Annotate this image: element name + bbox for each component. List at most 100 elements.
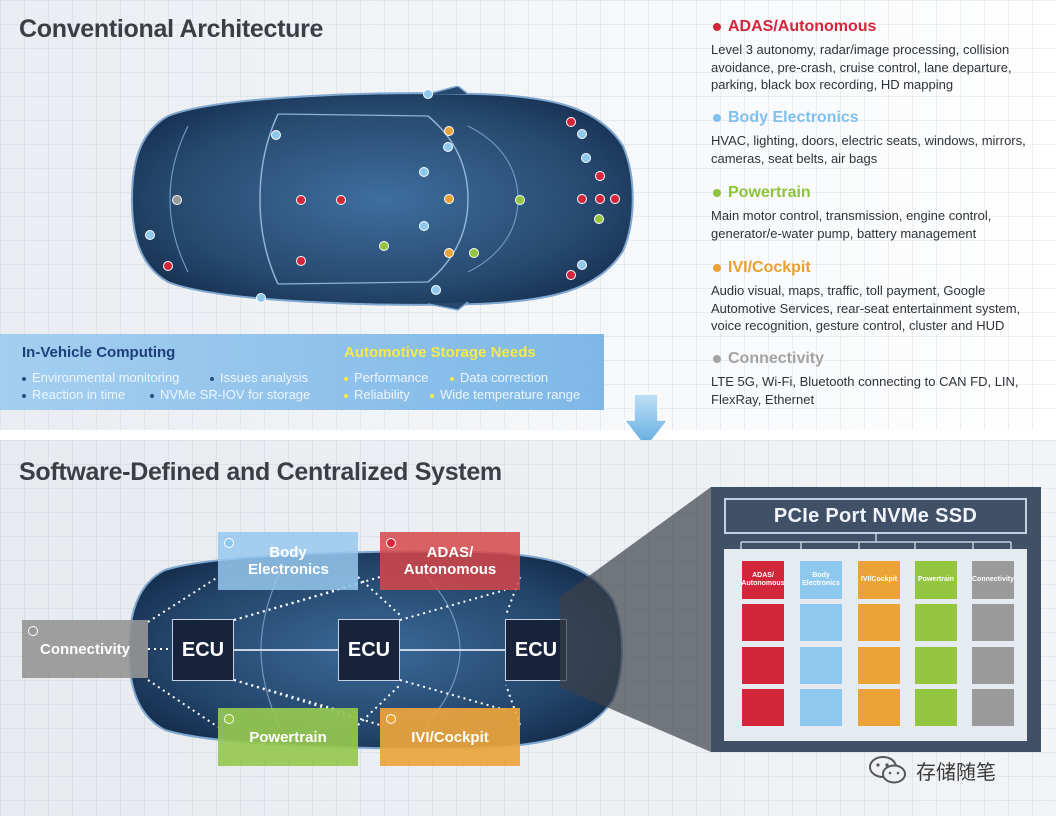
legend-ivi-text: Audio visual, maps, traffic, toll paymen… [711, 283, 1021, 333]
watermark-text: 存储随笔 [916, 761, 996, 784]
domain-adas: ADAS/ Autonomous [380, 532, 520, 590]
body-dot-icon [224, 538, 234, 548]
ecu-box: ECU [172, 619, 234, 681]
body-sensor-dot [443, 142, 453, 152]
ivi-dot-icon [713, 264, 721, 272]
ssd-column-body: Body Electronics [800, 561, 842, 599]
body-sensor-dot [419, 167, 429, 177]
body-sensor-dot [419, 221, 429, 231]
need-item: NVMe SR-IOV for storage [150, 387, 310, 402]
ssd-block [800, 604, 842, 641]
down-arrow-icon [622, 393, 670, 450]
adas-sensor-dot [336, 195, 346, 205]
domain-connectivity: Connectivity [22, 620, 148, 678]
need-item: Wide temperature range [430, 387, 580, 402]
ssd-block [858, 604, 900, 641]
ssd-block [972, 604, 1014, 641]
body-sensor-dot [271, 130, 281, 140]
ivi-sensor-dot [444, 248, 454, 258]
bullet-icon [210, 376, 214, 381]
need-item: Performance [344, 370, 428, 385]
powertrain-dot-icon [224, 714, 234, 724]
ssd-block [972, 647, 1014, 684]
legend-connectivity-heading: Connectivity [711, 350, 1051, 368]
bullet-icon [430, 393, 434, 398]
ssd-column-ivi: IVI/Cockpit [858, 561, 900, 599]
adas-dot-icon [386, 538, 396, 548]
ssd-block [972, 689, 1014, 726]
storage-needs-column: Automotive Storage Needs [344, 344, 536, 361]
in-vehicle-computing-heading: In-Vehicle Computing [22, 344, 176, 361]
domain-powertrain: Powertrain [218, 708, 358, 766]
in-vehicle-computing-column: In-Vehicle Computing [22, 344, 175, 361]
ssd-column-adas: ADAS/ Autonomous [741, 561, 785, 599]
legend-powertrain: Powertrain Main motor control, transmiss… [711, 184, 1051, 242]
body-sensor-dot [423, 89, 433, 99]
nvme-ssd-panel: PCIe Port NVMe SSD ADAS/ Autonomous Body… [711, 487, 1041, 752]
ssd-title: PCIe Port NVMe SSD [724, 498, 1027, 534]
legend-connectivity: Connectivity LTE 5G, Wi-Fi, Bluetooth co… [711, 350, 1051, 408]
domain-ivi: IVI/Cockpit [380, 708, 520, 766]
ssd-connector-lines [740, 534, 1012, 554]
ssd-block [742, 604, 784, 641]
section-title-conventional: Conventional Architecture [19, 15, 324, 43]
bullet-icon [344, 393, 348, 398]
body-sensor-dot [577, 129, 587, 139]
legend-ivi: IVI/Cockpit Audio visual, maps, traffic,… [711, 259, 1051, 335]
legend-body-heading: Body Electronics [711, 109, 1051, 127]
adas-sensor-dot [296, 195, 306, 205]
bullet-icon [344, 376, 348, 381]
body-sensor-dot [577, 260, 587, 270]
adas-dot-icon [713, 23, 721, 31]
ssd-block [858, 689, 900, 726]
ssd-block [742, 689, 784, 726]
storage-needs-heading: Automotive Storage Needs [344, 344, 536, 361]
ecu-box: ECU [338, 619, 400, 681]
adas-sensor-dot [595, 194, 605, 204]
adas-sensor-dot [296, 256, 306, 266]
ecu-box: ECU [505, 619, 567, 681]
top-car-illustration [130, 86, 634, 311]
connectivity-dot-icon [28, 626, 38, 636]
ssd-column-connectivity: Connectivity [972, 561, 1014, 599]
body-sensor-dot [145, 230, 155, 240]
legend-adas: ADAS/Autonomous Level 3 autonomy, radar/… [711, 18, 1051, 94]
body-sensor-dot [581, 153, 591, 163]
domain-body-electronics: Body Electronics [218, 532, 358, 590]
powertrain-sensor-dot [379, 241, 389, 251]
adas-sensor-dot [610, 194, 620, 204]
body-sensor-dot [431, 285, 441, 295]
adas-sensor-dot [566, 270, 576, 280]
need-item: Reaction in time [22, 387, 125, 402]
ssd-block [915, 647, 957, 684]
ssd-block [858, 647, 900, 684]
bullet-icon [22, 376, 26, 381]
bullet-icon [22, 393, 26, 398]
legend-body-text: HVAC, lighting, doors, electric seats, w… [711, 133, 1026, 166]
ssd-block [915, 604, 957, 641]
ivi-dot-icon [386, 714, 396, 724]
powertrain-dot-icon [713, 189, 721, 197]
section-divider [0, 430, 1056, 440]
connectivity-sensor-dot [172, 195, 182, 205]
legend-adas-text: Level 3 autonomy, radar/image processing… [711, 42, 1012, 92]
ivi-sensor-dot [444, 126, 454, 136]
legend-body: Body Electronics HVAC, lighting, doors, … [711, 109, 1051, 167]
ssd-block [742, 647, 784, 684]
ssd-block [800, 689, 842, 726]
connectivity-dot-icon [713, 355, 721, 363]
adas-sensor-dot [566, 117, 576, 127]
legend-powertrain-heading: Powertrain [711, 184, 1051, 202]
body-dot-icon [713, 114, 721, 122]
section-title-centralized: Software-Defined and Centralized System [19, 458, 502, 486]
ssd-block [800, 647, 842, 684]
bullet-icon [450, 376, 454, 381]
legend-connectivity-text: LTE 5G, Wi-Fi, Bluetooth connecting to C… [711, 374, 1019, 407]
need-item: Environmental monitoring [22, 370, 179, 385]
bullet-icon [150, 393, 154, 398]
adas-sensor-dot [163, 261, 173, 271]
needs-panel: In-Vehicle Computing Environmental monit… [0, 334, 604, 410]
adas-sensor-dot [595, 171, 605, 181]
ivi-sensor-dot [444, 194, 454, 204]
legend-powertrain-text: Main motor control, transmission, engine… [711, 208, 992, 241]
